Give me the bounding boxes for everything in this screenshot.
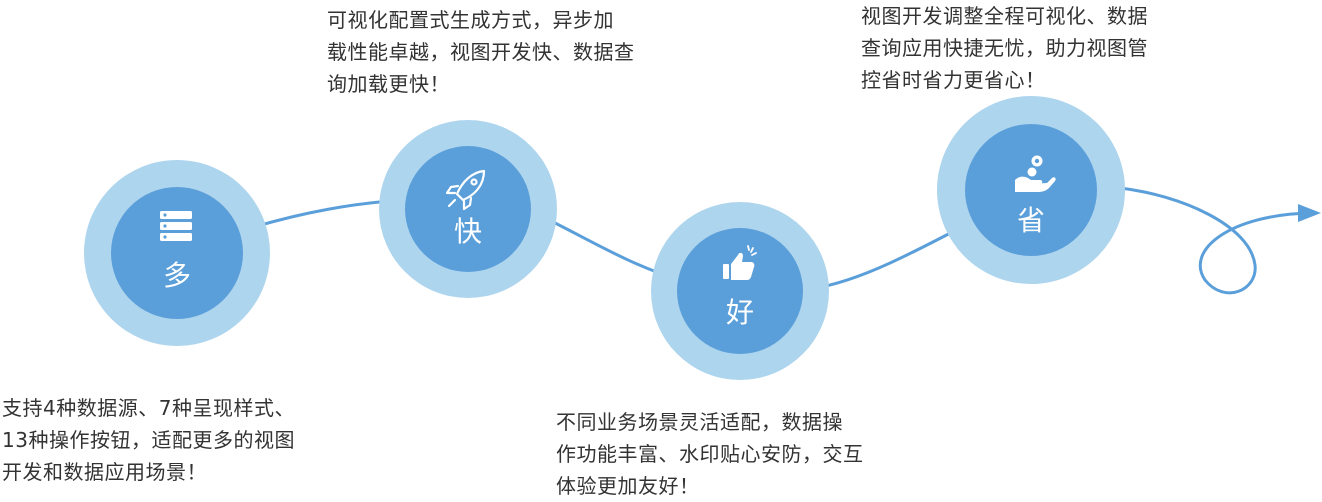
node-duo-label: 多 <box>163 259 191 292</box>
thumbs-up-icon <box>723 245 757 280</box>
flow-arrow-head <box>1298 204 1321 222</box>
node-kuai-inner-circle <box>405 146 531 272</box>
description-line: 视图开发调整全程可视化、数据 <box>861 4 1148 28</box>
description-line: 控省时省力更省心！ <box>861 68 1046 92</box>
description-line: 查询应用快捷无忧，助力视图管 <box>861 36 1148 60</box>
node-sheng-description: 视图开发调整全程可视化、数据 查询应用快捷无忧，助力视图管 控省时省力更省心！ <box>861 0 1148 96</box>
node-duo: 多 <box>84 160 270 346</box>
description-line: 13种操作按钮，适配更多的视图 <box>2 428 295 452</box>
node-hao: 好 <box>651 202 829 380</box>
node-hao-inner-circle <box>677 228 803 354</box>
description-line: 体验更加友好！ <box>556 474 700 498</box>
description-line: 开发和数据应用场景！ <box>2 460 207 484</box>
node-duo-inner-circle <box>111 187 243 319</box>
hand-coin-icon <box>1015 155 1056 192</box>
description-line: 询加载更快！ <box>327 72 450 96</box>
rocket-icon <box>445 169 486 211</box>
server-stack-icon <box>160 211 192 241</box>
description-line: 支持4种数据源、7种呈现样式、 <box>2 396 295 420</box>
node-kuai: 快 <box>379 120 557 298</box>
node-kuai-description: 可视化配置式生成方式，异步加 载性能卓越，视图开发快、数据查 询加载更快！ <box>327 4 635 100</box>
node-duo-description: 支持4种数据源、7种呈现样式、 13种操作按钮，适配更多的视图 开发和数据应用场… <box>2 392 295 488</box>
node-kuai-label: 快 <box>454 215 482 248</box>
description-line: 不同业务场景灵活适配，数据操 <box>556 410 843 434</box>
node-sheng: 省 <box>937 96 1125 284</box>
node-hao-description: 不同业务场景灵活适配，数据操 作功能丰富、水印贴心安防，交互 体验更加友好！ <box>556 406 864 502</box>
node-sheng-label: 省 <box>1017 204 1045 237</box>
description-line: 可视化配置式生成方式，异步加 <box>327 8 614 32</box>
description-line: 作功能丰富、水印贴心安防，交互 <box>556 442 864 466</box>
node-hao-label: 好 <box>726 296 754 329</box>
description-line: 载性能卓越，视图开发快、数据查 <box>327 40 635 64</box>
